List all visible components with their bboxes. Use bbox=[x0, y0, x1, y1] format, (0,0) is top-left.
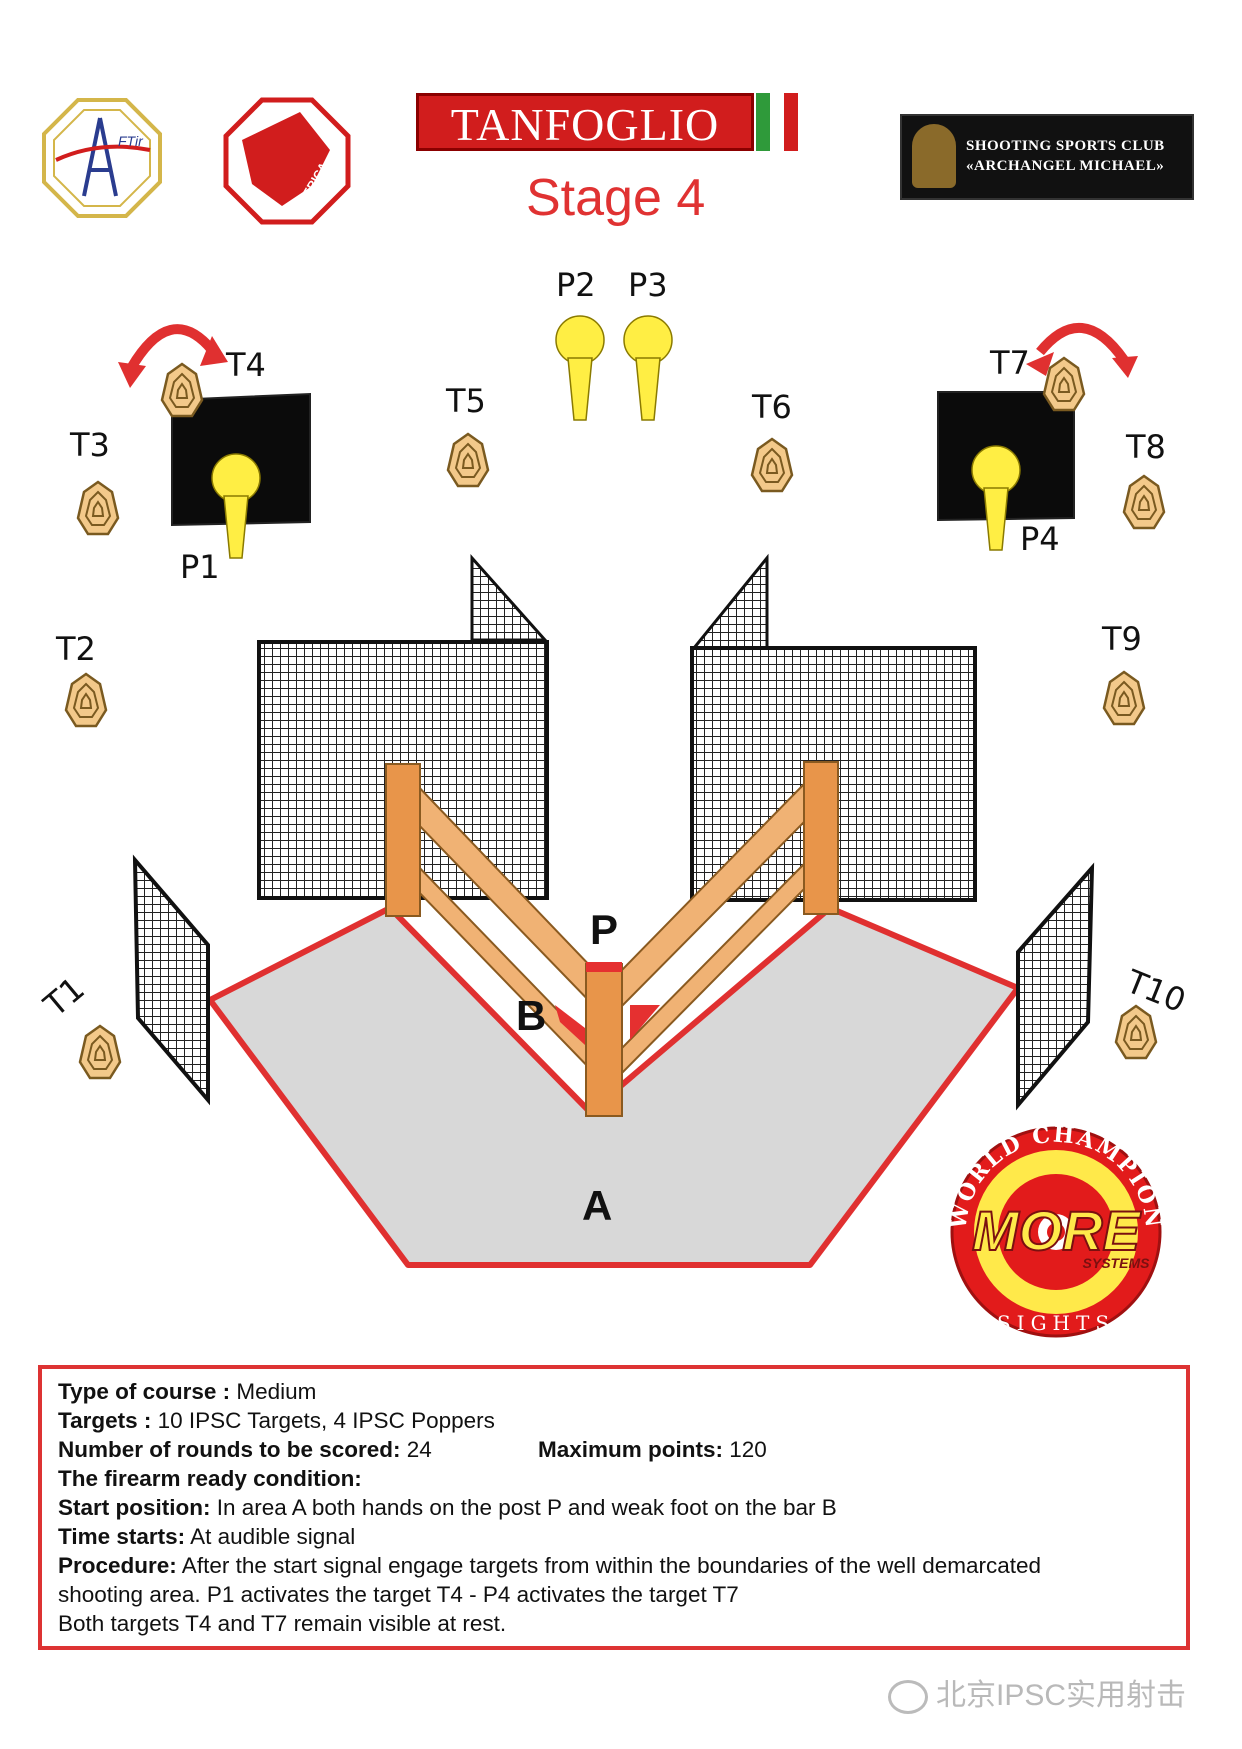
mesh-wall-right-side bbox=[690, 553, 769, 650]
svg-text:FTir: FTir bbox=[118, 133, 144, 149]
post-p bbox=[585, 963, 623, 1117]
bar-b-marker-right bbox=[630, 1005, 660, 1040]
tanfoglio-logo: TANFOGLIO bbox=[416, 93, 754, 151]
info-max-points: Maximum points: 120 bbox=[538, 1437, 767, 1462]
stage-info-box: Type of course : Medium Targets : 10 IPS… bbox=[38, 1365, 1190, 1650]
target-t4 bbox=[160, 362, 204, 418]
brand-text: TANFOGLIO bbox=[450, 99, 720, 150]
target-t2 bbox=[64, 672, 108, 728]
mesh-wall-side-left bbox=[132, 854, 210, 1106]
flag-white bbox=[770, 93, 784, 151]
label-t5: T5 bbox=[445, 382, 486, 420]
info-procedure-line2: shooting area. P1 activates the target T… bbox=[58, 1582, 739, 1607]
rotate-arrow-left bbox=[118, 324, 228, 388]
info-targets: Targets : 10 IPSC Targets, 4 IPSC Popper… bbox=[58, 1408, 495, 1433]
target-t7 bbox=[1042, 356, 1086, 412]
info-rounds: Number of rounds to be scored: 24 bbox=[58, 1437, 432, 1462]
label-t9: T9 bbox=[1101, 620, 1142, 658]
fence-right bbox=[619, 761, 839, 1078]
rotate-arrow-right bbox=[1026, 323, 1138, 378]
label-t2: T2 bbox=[55, 630, 96, 668]
target-t9 bbox=[1102, 670, 1146, 726]
target-t10 bbox=[1114, 1004, 1158, 1060]
label-bar-b: B bbox=[516, 992, 546, 1039]
mesh-wall-left-side bbox=[470, 554, 549, 642]
flag-green bbox=[756, 93, 770, 151]
wechat-icon bbox=[888, 1680, 928, 1715]
label-t3: T3 bbox=[69, 426, 110, 464]
label-t4: T4 bbox=[225, 346, 266, 384]
label-p3: P3 bbox=[628, 266, 668, 304]
mesh-wall-side-right bbox=[1016, 862, 1095, 1111]
info-procedure-line3: Both targets T4 and T7 remain visible at… bbox=[58, 1611, 507, 1636]
label-p1: P1 bbox=[180, 548, 220, 586]
label-t1: T1 bbox=[36, 969, 92, 1024]
target-t3 bbox=[76, 480, 120, 536]
info-start-position: Start position: In area A both hands on … bbox=[58, 1495, 837, 1520]
info-course: Type of course : Medium bbox=[58, 1379, 317, 1404]
target-t6 bbox=[750, 437, 794, 493]
label-p4: P4 bbox=[1020, 520, 1060, 558]
target-t5 bbox=[446, 432, 490, 488]
popper-p3 bbox=[623, 315, 673, 421]
shooting-area-a bbox=[207, 905, 1021, 1268]
post-p-top bbox=[586, 962, 622, 972]
bar-b-marker-left bbox=[555, 1005, 585, 1045]
info-ready-condition: The firearm ready condition: bbox=[58, 1466, 362, 1491]
label-post-p: P bbox=[590, 906, 618, 953]
svg-text:SIGHTS: SIGHTS bbox=[997, 1311, 1115, 1335]
target-t8 bbox=[1122, 474, 1166, 530]
logo-ftir: FTir bbox=[42, 98, 162, 218]
label-p2: P2 bbox=[556, 266, 596, 304]
watermark: 北京IPSC实用射击 bbox=[888, 1670, 1187, 1715]
info-time-starts: Time starts: At audible signal bbox=[58, 1524, 356, 1549]
club-logo: SHOOTING SPORTS CLUB «ARCHANGEL MICHAEL» bbox=[900, 114, 1194, 200]
info-procedure: Procedure: After the start signal engage… bbox=[58, 1553, 1042, 1578]
svg-text:MORE: MORE bbox=[972, 1199, 1142, 1262]
svg-text:SYSTEMS: SYSTEMS bbox=[1083, 1255, 1151, 1271]
flag-red bbox=[784, 93, 798, 151]
label-t6: T6 bbox=[751, 388, 792, 426]
popper-p2 bbox=[555, 315, 605, 421]
target-t1 bbox=[78, 1024, 122, 1080]
club-name: SHOOTING SPORTS CLUB «ARCHANGEL MICHAEL» bbox=[966, 138, 1165, 174]
label-t8: T8 bbox=[1125, 428, 1166, 466]
sponsor-badge: WORLD CHAMPION MORE SYSTEMS SIGHTS bbox=[945, 1121, 1164, 1338]
label-area-a: A bbox=[582, 1182, 612, 1229]
logo-america: AMERICA bbox=[223, 97, 351, 225]
watermark-text: 北京IPSC实用射击 bbox=[936, 1679, 1187, 1712]
archangel-emblem bbox=[912, 124, 956, 188]
fence-left bbox=[385, 763, 597, 1078]
label-t7: T7 bbox=[989, 344, 1030, 382]
page-title: Stage 4 bbox=[526, 169, 706, 227]
